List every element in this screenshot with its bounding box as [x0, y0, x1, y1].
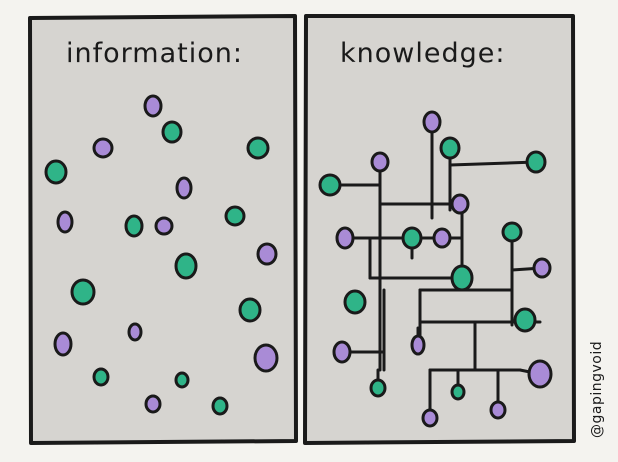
knowledge-dot [422, 110, 442, 134]
info-dot [124, 214, 144, 238]
knowledge-dot [525, 150, 547, 174]
info-dot [174, 371, 190, 389]
info-dot [253, 343, 279, 373]
knowledge-dot [370, 151, 390, 173]
info-dot [53, 331, 73, 357]
info-dot [174, 252, 198, 280]
info-dot [224, 205, 246, 227]
knowledge-dot [501, 221, 523, 243]
information-dots [44, 94, 279, 416]
info-dot [56, 210, 74, 234]
info-dot [238, 297, 262, 323]
knowledge-dot [532, 257, 552, 279]
info-dot [256, 242, 278, 266]
info-dot [161, 120, 183, 144]
info-dot [92, 137, 114, 159]
right-panel: knowledge: [303, 14, 576, 445]
knowledge-dot [432, 227, 452, 249]
knowledge-dot [335, 226, 355, 250]
info-dot [127, 322, 143, 342]
knowledge-dot [343, 289, 367, 315]
knowledge-dot [410, 334, 426, 356]
info-dot [92, 367, 110, 387]
info-dot [175, 176, 193, 200]
knowledge-dot [450, 264, 474, 292]
info-dot [143, 94, 163, 118]
info-dot [70, 278, 96, 306]
knowledge-dot [489, 400, 507, 420]
info-dot [144, 394, 162, 414]
info-dot [44, 159, 68, 185]
knowledge-dot [527, 359, 553, 389]
info-dot [211, 396, 229, 416]
knowledge-dot [421, 408, 439, 428]
knowledge-dots [318, 110, 553, 428]
connection-line [448, 160, 538, 167]
knowledge-dot [401, 226, 423, 250]
knowledge-dot [450, 383, 466, 401]
knowledge-dot [318, 173, 342, 197]
knowledge-dot [439, 136, 461, 160]
knowledge-dot [513, 307, 537, 333]
right-panel-title: knowledge: [340, 38, 505, 69]
knowledge-dot [450, 193, 470, 215]
left-panel-title: information: [66, 38, 243, 69]
info-dot [246, 136, 270, 160]
knowledge-dot [369, 378, 387, 398]
left-panel: information: [28, 14, 298, 445]
author-credit: @gapingvoid [589, 341, 605, 438]
info-dot [154, 216, 174, 236]
knowledge-dot [332, 340, 352, 364]
